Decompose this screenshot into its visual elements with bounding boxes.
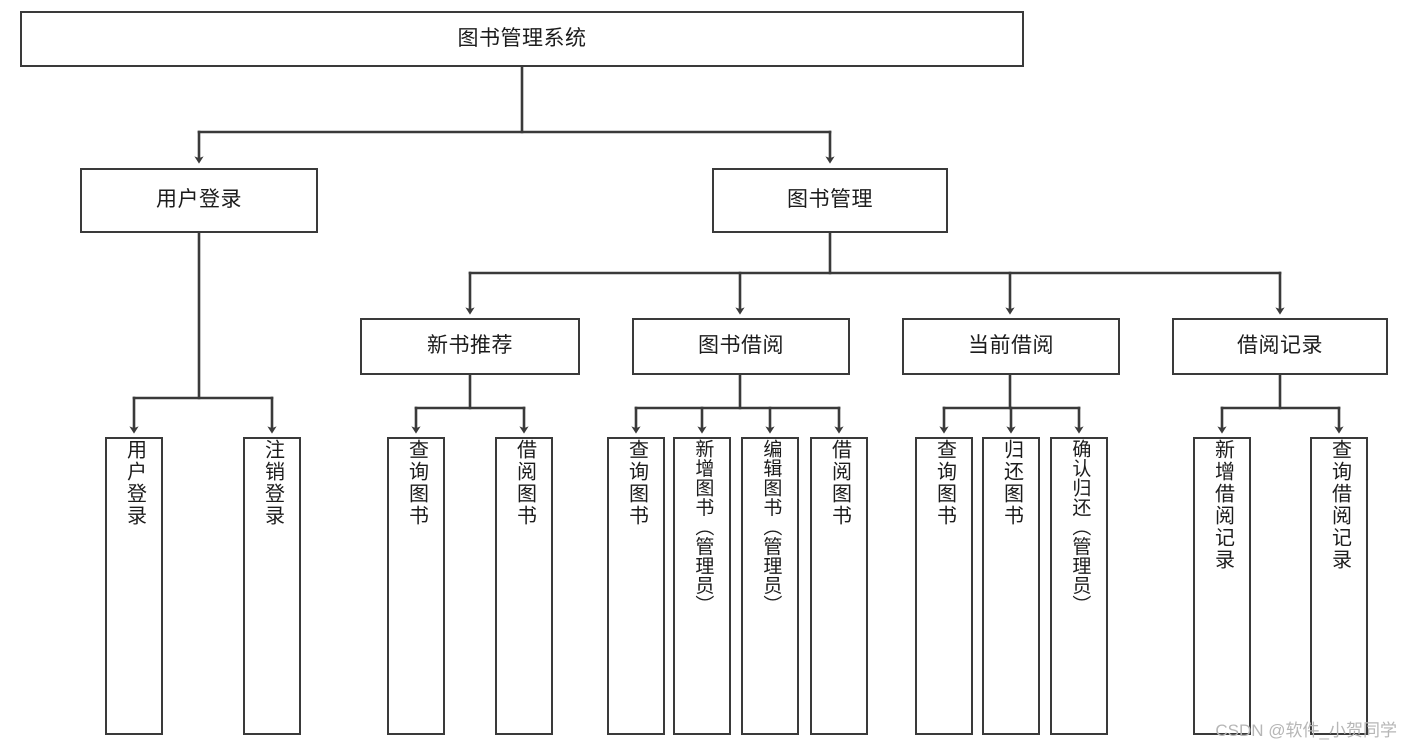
node-book-manage-label: 图书管理 bbox=[787, 188, 873, 212]
node-leaf-add-record-label: 新增借阅记录 bbox=[1211, 439, 1234, 571]
node-leaf-borrow-book-2[interactable]: 借阅图书 bbox=[810, 437, 868, 735]
node-leaf-query-book-3[interactable]: 查询图书 bbox=[915, 437, 973, 735]
node-root-label: 图书管理系统 bbox=[457, 26, 587, 50]
node-root[interactable]: 图书管理系统 bbox=[20, 11, 1024, 67]
node-leaf-user-login-label: 用户登录 bbox=[123, 439, 146, 527]
node-borrow-record-label: 借阅记录 bbox=[1237, 334, 1323, 358]
node-borrow-record[interactable]: 借阅记录 bbox=[1172, 318, 1388, 375]
node-leaf-query-record-label: 查询借阅记录 bbox=[1328, 439, 1351, 571]
node-leaf-user-login[interactable]: 用户登录 bbox=[105, 437, 163, 735]
node-user-login[interactable]: 用户登录 bbox=[80, 168, 318, 233]
node-current-borrow[interactable]: 当前借阅 bbox=[902, 318, 1120, 375]
node-new-book-rec-label: 新书推荐 bbox=[427, 334, 513, 358]
node-leaf-query-record[interactable]: 查询借阅记录 bbox=[1310, 437, 1368, 735]
node-leaf-query-book-1[interactable]: 查询图书 bbox=[387, 437, 445, 735]
node-book-manage[interactable]: 图书管理 bbox=[712, 168, 948, 233]
node-book-borrow-label: 图书借阅 bbox=[698, 334, 784, 358]
node-leaf-edit-book-label: 编辑图书（管理员） bbox=[760, 439, 782, 615]
node-leaf-borrow-book-1[interactable]: 借阅图书 bbox=[495, 437, 553, 735]
node-leaf-borrow-book-2-label: 借阅图书 bbox=[828, 439, 851, 527]
node-leaf-return-book[interactable]: 归还图书 bbox=[982, 437, 1040, 735]
node-leaf-confirm-return[interactable]: 确认归还（管理员） bbox=[1050, 437, 1108, 735]
node-leaf-add-book[interactable]: 新增图书（管理员） bbox=[673, 437, 731, 735]
csdn-watermark: CSDN @软件_小贺同学 bbox=[1215, 721, 1397, 740]
node-book-borrow[interactable]: 图书借阅 bbox=[632, 318, 850, 375]
node-leaf-edit-book[interactable]: 编辑图书（管理员） bbox=[741, 437, 799, 735]
node-leaf-add-book-label: 新增图书（管理员） bbox=[692, 439, 714, 615]
node-new-book-rec[interactable]: 新书推荐 bbox=[360, 318, 580, 375]
node-user-login-label: 用户登录 bbox=[156, 188, 242, 212]
node-leaf-query-book-1-label: 查询图书 bbox=[405, 439, 428, 527]
node-leaf-logout[interactable]: 注销登录 bbox=[243, 437, 301, 735]
node-leaf-query-book-2-label: 查询图书 bbox=[625, 439, 648, 527]
node-leaf-confirm-return-label: 确认归还（管理员） bbox=[1069, 439, 1091, 615]
node-leaf-return-book-label: 归还图书 bbox=[1000, 439, 1023, 527]
node-leaf-add-record[interactable]: 新增借阅记录 bbox=[1193, 437, 1251, 735]
node-current-borrow-label: 当前借阅 bbox=[968, 334, 1054, 358]
node-leaf-borrow-book-1-label: 借阅图书 bbox=[513, 439, 536, 527]
node-leaf-query-book-3-label: 查询图书 bbox=[933, 439, 956, 527]
node-leaf-query-book-2[interactable]: 查询图书 bbox=[607, 437, 665, 735]
node-leaf-logout-label: 注销登录 bbox=[261, 439, 284, 527]
